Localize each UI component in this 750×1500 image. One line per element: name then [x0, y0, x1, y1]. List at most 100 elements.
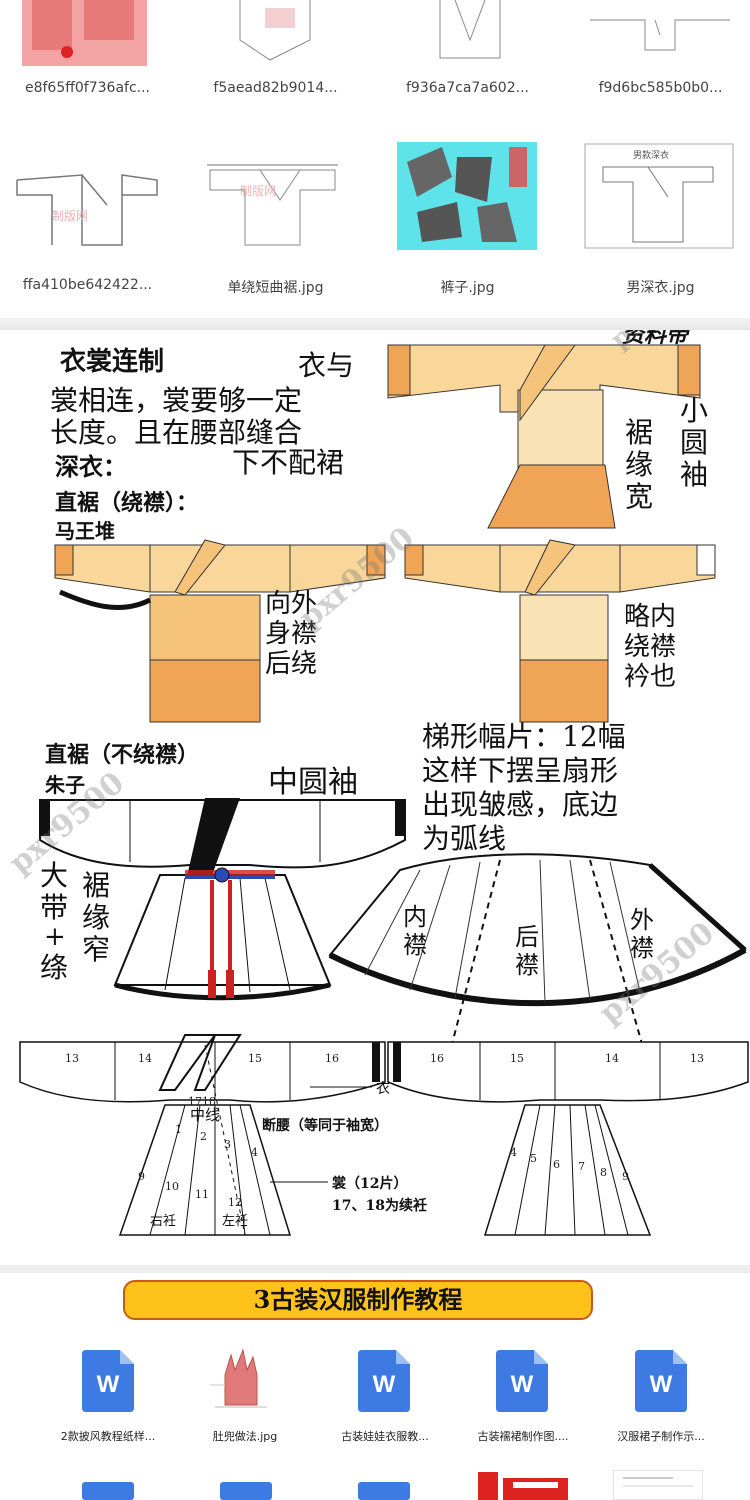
section-divider — [0, 1265, 750, 1273]
hem-label: 缘 — [625, 448, 653, 481]
panel-number: 1 — [175, 1123, 182, 1136]
wrap-label: 后绕 — [265, 649, 317, 679]
inner-wrap-label: 略内 — [624, 602, 676, 632]
panel-number: 4 — [510, 1146, 517, 1159]
panel-number: 15 — [510, 1052, 524, 1065]
sleeve-label: 袖 — [680, 458, 708, 491]
garment-zhuzi — [39, 798, 406, 1001]
word-doc-icon[interactable]: W — [358, 1350, 410, 1412]
zhiju-nowrap-label: 直裾（不绕襟） — [45, 742, 199, 768]
hem-label: 裾 — [625, 416, 653, 449]
fan-label: 内 — [403, 903, 427, 931]
pattern-back: 16 15 14 13 4 5 6 7 8 9 — [387, 1041, 749, 1236]
file-thumbnail[interactable] — [400, 0, 540, 66]
file-name[interactable]: 单绕短曲裾.jpg — [227, 280, 324, 296]
zhuzi-label: 朱子 — [45, 773, 85, 797]
brand-label: 资料帝 — [622, 330, 691, 348]
narrow-hem-label: 裾 — [82, 869, 110, 902]
file-thumbnail[interactable] — [585, 0, 735, 66]
file-thumbnail[interactable] — [22, 0, 147, 66]
file-thumbnail[interactable] — [210, 0, 340, 66]
word-letter: W — [511, 1371, 534, 1398]
file-grid-top: e8f65ff0f736afc... f5aead82b9014... f936… — [0, 0, 750, 318]
diagram-canvas: 资料帝 衣裳连制 衣与 裳相连，裳要够一定 长度。且在腰部缝合 深衣： 下不配裙… — [3, 330, 749, 1236]
word-doc-icon[interactable]: W — [496, 1350, 548, 1412]
no-skirt-label: 下不配裙 — [232, 446, 344, 479]
yi-label: 衣 — [376, 1081, 390, 1097]
panel-number: 2 — [200, 1130, 207, 1143]
wrap-label: 向外 — [265, 589, 317, 619]
file-name[interactable]: 肚兜做法.jpg — [212, 1430, 278, 1443]
sash-label: 绦 — [40, 951, 68, 984]
file-name[interactable]: f5aead82b9014... — [213, 80, 338, 96]
word-letter: W — [97, 1371, 120, 1398]
word-doc-icon[interactable]: W — [82, 1350, 134, 1412]
mid-sleeve-label: 中圆袖 — [268, 765, 358, 800]
fan-label: 后 — [515, 923, 539, 951]
sash-label: 大 — [40, 859, 68, 892]
trapezoid-text: 梯形幅片：12幅 — [422, 720, 626, 753]
sash-label: 带 — [40, 891, 68, 924]
mawangdui-label: 马王堆 — [55, 519, 115, 543]
panel-number: 6 — [553, 1158, 560, 1171]
section-title-banner: 3古装汉服制作教程 — [123, 1280, 593, 1320]
skirt-label: 裳（12片） — [331, 1175, 407, 1192]
panel-number: 16 — [430, 1052, 444, 1065]
file-name[interactable]: f9d6bc585b0b0... — [598, 80, 723, 96]
panel-number: 8 — [600, 1166, 607, 1179]
fan-label: 外 — [630, 906, 654, 934]
shenyi-label: 深衣： — [55, 452, 127, 481]
file-thumbnail[interactable]: 制版网 — [205, 150, 340, 250]
panel-number: 14 — [138, 1052, 152, 1065]
hanfu-diagram: 资料帝 衣裳连制 衣与 裳相连，裳要够一定 长度。且在腰部缝合 深衣： 下不配裙… — [0, 330, 750, 1265]
trapezoid-text: 出现皱感，底边 — [422, 788, 618, 821]
ren-label: 17、18为续衽 — [332, 1197, 427, 1214]
file-name[interactable]: 2款披风教程纸样... — [60, 1430, 156, 1443]
file-thumbnail[interactable] — [397, 142, 537, 250]
fan-label: 襟 — [630, 934, 654, 962]
garment-zhiju-inner — [404, 539, 716, 723]
image-thumbnail[interactable] — [613, 1470, 703, 1500]
file-name[interactable]: 汉服裙子制作示... — [617, 1430, 705, 1443]
right-ren-label: 右衽 — [150, 1214, 176, 1229]
word-doc-icon[interactable] — [220, 1482, 272, 1500]
file-name[interactable]: 古装襦裙制作图.... — [477, 1430, 569, 1443]
inner-wrap-label: 绕襟 — [624, 632, 676, 662]
garment-zhiju-mawangdui — [54, 539, 386, 723]
trapezoid-text: 这样下摆呈扇形 — [422, 754, 618, 787]
left-ren-label: 左衽 — [222, 1214, 248, 1229]
file-name[interactable]: 男深衣.jpg — [626, 280, 695, 296]
file-name[interactable]: f936a7ca7a602... — [406, 80, 529, 96]
fan-label: 襟 — [515, 951, 539, 979]
svg-text:制版网: 制版网 — [52, 209, 88, 223]
word-letter: W — [373, 1371, 396, 1398]
panel-number: 9 — [622, 1170, 629, 1183]
panel-number: 12 — [228, 1196, 242, 1209]
word-letter: W — [650, 1371, 673, 1398]
narrow-hem-label: 窄 — [82, 933, 110, 966]
image-thumbnail[interactable] — [478, 1472, 568, 1500]
center-line-label: 中线 — [190, 1106, 220, 1124]
file-name[interactable]: e8f65ff0f736afc... — [24, 80, 151, 96]
image-thumbnail[interactable] — [205, 1345, 275, 1415]
file-thumbnail[interactable]: 男款深衣 — [583, 142, 735, 250]
panel-number: 13 — [690, 1052, 704, 1065]
panel-number: 7 — [578, 1160, 585, 1173]
word-doc-icon[interactable] — [82, 1482, 134, 1500]
intro-line: 衣与 — [298, 349, 354, 382]
svg-text:制版网: 制版网 — [240, 184, 276, 198]
panel-number: 15 — [248, 1052, 262, 1065]
trapezoid-text: 为弧线 — [422, 822, 506, 855]
inner-wrap-label: 衿也 — [624, 662, 676, 692]
intro-line: 长度。且在腰部缝合 — [50, 416, 302, 449]
hem-label: 宽 — [625, 480, 653, 513]
panel-number: 3 — [224, 1138, 231, 1151]
file-thumbnail[interactable]: 制版网 — [12, 150, 162, 250]
file-name[interactable]: 古装娃娃衣服教... — [341, 1430, 429, 1443]
sleeve-label: 圆 — [680, 426, 708, 459]
file-name[interactable]: ffa410be642422... — [22, 277, 153, 293]
word-doc-icon[interactable] — [358, 1482, 410, 1500]
word-doc-icon[interactable]: W — [635, 1350, 687, 1412]
file-name[interactable]: 裤子.jpg — [440, 280, 495, 296]
wrap-label: 身襟 — [265, 619, 317, 649]
